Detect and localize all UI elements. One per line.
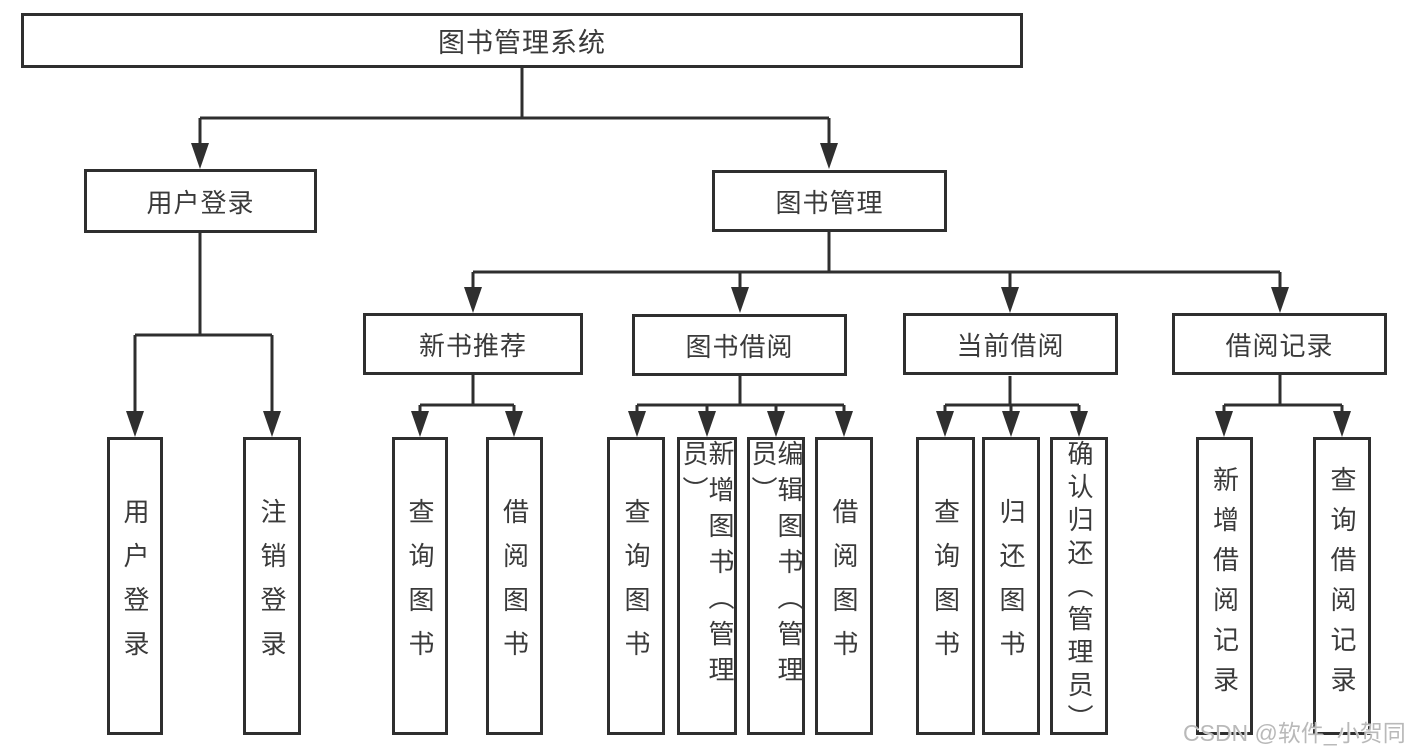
node-borrow-edit-book-admin: 编辑图书（管理员） bbox=[747, 437, 805, 735]
node-label: 借阅图书 bbox=[829, 498, 859, 674]
node-label: 新增借阅记录 bbox=[1209, 466, 1240, 706]
node-records-query-record: 查询借阅记录 bbox=[1313, 437, 1371, 735]
node-current-return-book: 归还图书 bbox=[982, 437, 1040, 735]
node-current-confirm-return-admin: 确认归还（管理员） bbox=[1050, 437, 1108, 737]
node-borrow-records: 借阅记录 bbox=[1172, 313, 1387, 375]
node-root: 图书管理系统 bbox=[21, 13, 1023, 68]
node-borrow-query-book: 查询图书 bbox=[607, 437, 665, 735]
node-book-management: 图书管理 bbox=[712, 170, 947, 232]
node-borrow-borrow-book: 借阅图书 bbox=[815, 437, 873, 735]
node-label: 查询图书 bbox=[930, 498, 961, 674]
node-borrow-add-book-admin: 新增图书（管理员） bbox=[677, 437, 737, 735]
node-newbook-borrow-book: 借阅图书 bbox=[486, 437, 543, 735]
node-new-book-recommend: 新书推荐 bbox=[363, 313, 583, 375]
node-label: 归还图书 bbox=[996, 498, 1026, 674]
node-label: 查询借阅记录 bbox=[1327, 466, 1357, 706]
node-book-borrow: 图书借阅 bbox=[632, 314, 847, 376]
node-label: 用户登录 bbox=[120, 498, 150, 674]
node-label: 查询图书 bbox=[405, 498, 435, 674]
node-login-user-login: 用户登录 bbox=[107, 437, 163, 735]
node-label: 查询图书 bbox=[621, 498, 651, 674]
node-current-query-book: 查询图书 bbox=[916, 437, 975, 735]
node-label: 借阅图书 bbox=[499, 498, 530, 674]
node-label: 编辑图书（管理员） bbox=[748, 440, 804, 692]
node-records-add-record: 新增借阅记录 bbox=[1196, 437, 1253, 735]
node-login-logout: 注销登录 bbox=[243, 437, 301, 735]
node-current-borrow: 当前借阅 bbox=[903, 313, 1118, 375]
watermark: CSDN @软件_小贺同学 bbox=[1183, 720, 1405, 746]
node-label: 确认归还（管理员） bbox=[1064, 440, 1094, 737]
node-label: 注销登录 bbox=[257, 498, 287, 674]
node-user-login: 用户登录 bbox=[84, 169, 317, 233]
node-newbook-query-book: 查询图书 bbox=[392, 437, 448, 735]
node-label: 新增图书（管理员） bbox=[679, 440, 735, 692]
